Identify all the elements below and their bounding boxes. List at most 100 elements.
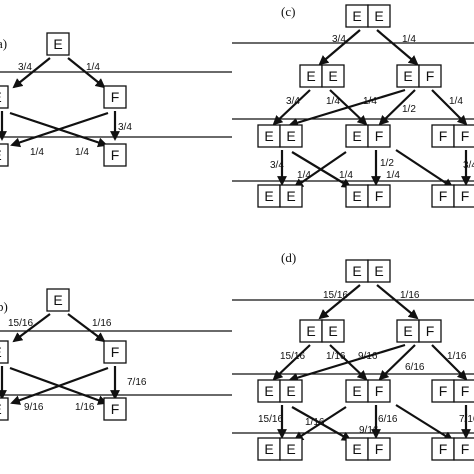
panel-d-label: (d)	[281, 250, 296, 265]
panel-c-arrow-root-left	[318, 29, 361, 66]
panel-c-row3-box-ff: F F	[431, 124, 474, 148]
panel-d-row3-ee-allele-2: E	[286, 383, 295, 399]
panel-d-arrow-r3-ef-cross	[293, 406, 347, 442]
panel-d-prob-ef-to-ef: 6/16	[405, 362, 425, 373]
panel-d-prob-r3-ee-stay: 15/16	[258, 414, 283, 425]
panel-d-row3-box-ff: F F	[431, 379, 474, 403]
panel-a-root-box: E	[46, 32, 70, 56]
panel-c-row3-ee-allele-2: E	[286, 128, 295, 144]
panel-c-row4-ff-allele-2: F	[461, 188, 470, 204]
panel-c-label: (c)	[281, 4, 295, 19]
panel-b-prob-root-right: 1/16	[92, 318, 112, 329]
panel-c: (c) E E 3/4 1/4 E E E F	[232, 4, 474, 208]
panel-d-prob-ee-to-ef: 1/16	[326, 351, 346, 362]
panel-d-prob-r3-ef-cross: 6/16	[378, 414, 398, 425]
panel-a-mid-allele-f: F	[111, 89, 120, 105]
panel-d-row4-box-ef: E F	[345, 437, 391, 461]
panel-d-root-box: E E	[345, 259, 391, 283]
panel-c-prob-r3-ef-right: 1/4	[386, 170, 400, 181]
panel-c-prob-ef-to-ef: 1/2	[402, 104, 416, 115]
panel-d-arrow-ee-to-ee	[272, 344, 311, 381]
panel-d-mid-ee-allele-1: E	[306, 323, 315, 339]
panel-b-prob-e-to-f: 9/16	[24, 402, 44, 413]
panel-c-mid-ef-allele-1: E	[403, 68, 412, 84]
panel-c-row3-ef-allele-2: F	[375, 128, 384, 144]
panel-d-row4-box-ee: E E	[257, 437, 303, 461]
panel-c-prob-r3-ef-stay: 1/2	[380, 158, 394, 169]
panel-b-prob-root-left: 15/16	[8, 318, 33, 329]
panel-c-prob-r3-ef-cross: 1/4	[339, 170, 353, 181]
panel-d-prob-root-right: 1/16	[400, 290, 420, 301]
panel-c-row3-box-ef: E F	[345, 124, 391, 148]
panel-a-arrow-root-left	[12, 57, 51, 89]
panel-c-row4-box-ef: E F	[345, 184, 391, 208]
panel-a-prob-f-stay: 3/4	[118, 122, 132, 133]
panel-c-root-allele-1: E	[352, 8, 361, 24]
panel-d-arrow-root-right	[376, 284, 419, 320]
panel-a-bottom-box-f: F	[103, 143, 127, 167]
panel-c-root-box: E E	[345, 4, 391, 28]
panel-c-mid-ef-allele-2: F	[426, 68, 435, 84]
panel-d-row3-ee-allele-1: E	[264, 383, 273, 399]
panel-d-prob-root-left: 15/16	[323, 290, 348, 301]
panel-b-bottom-box-f: F	[103, 397, 127, 421]
panel-c-arrow-r3-ef-right	[395, 149, 454, 189]
panel-c-prob-ee-to-ee: 3/4	[286, 96, 300, 107]
panel-d-row4-ff-allele-2: F	[461, 441, 470, 457]
panel-c-root-allele-2: E	[374, 8, 383, 24]
panel-d-row4-box-ff: F F	[431, 437, 474, 461]
panel-c-arrow-ef-to-ff	[431, 89, 468, 126]
panel-c-prob-r3-ee-cross: 1/4	[297, 170, 311, 181]
panel-d-arrow-ef-to-ee	[288, 343, 406, 383]
panel-b: b) E 15/16 1/16 E F 7/16 9/16 1/16 E	[0, 288, 232, 421]
panel-c-mid-ee-allele-2: E	[328, 68, 337, 84]
panel-c-prob-root-right: 1/4	[402, 34, 416, 45]
panel-d-prob-ef-to-ee: 9/16	[358, 351, 378, 362]
panel-a-arrow-f-to-e	[10, 111, 109, 148]
panel-d-prob-ef-to-ff: 1/16	[447, 351, 467, 362]
panel-b-arrow-f-to-e	[10, 366, 109, 405]
panel-c-prob-r3-ee-stay: 3/4	[270, 160, 284, 171]
panel-d-row4-ff-allele-1: F	[439, 441, 448, 457]
panel-c-row3-ff-allele-1: F	[439, 128, 448, 144]
panel-d-prob-ee-to-ee: 15/16	[280, 351, 305, 362]
panel-b-mid-allele-f: F	[111, 344, 120, 360]
panel-a-arrow-root-right	[67, 57, 106, 89]
panel-c-arrow-ef-to-ef	[378, 89, 416, 126]
panel-d-row3-box-ef: E F	[345, 379, 391, 403]
panel-d-row4-ee-allele-1: E	[264, 441, 273, 457]
panel-c-row3-ee-allele-1: E	[264, 128, 273, 144]
panel-d-row3-ef-allele-2: F	[375, 383, 384, 399]
panel-c-row3-box-ee: E E	[257, 124, 303, 148]
panel-c-row4-ee-allele-2: E	[286, 188, 295, 204]
panel-a-bottom-allele-f: F	[111, 147, 120, 163]
panel-b-mid-box-f: F	[103, 340, 127, 364]
panel-d-arrow-r3-ef-right	[395, 404, 454, 442]
panel-d-mid-ef-allele-1: E	[403, 323, 412, 339]
panel-d-row4-ef-allele-1: E	[352, 441, 361, 457]
panel-c-row4-box-ee: E E	[257, 184, 303, 208]
panel-c-arrow-root-right	[376, 29, 419, 66]
panel-c-row4-ff-allele-1: F	[439, 188, 448, 204]
panel-c-mid-box-ee: E E	[299, 64, 345, 88]
panel-d-mid-box-ef: E F	[396, 319, 442, 343]
panel-d-mid-ee-allele-2: E	[328, 323, 337, 339]
panel-b-arrow-root-left	[12, 313, 51, 343]
panel-c-prob-ee-to-ef: 1/4	[326, 96, 340, 107]
panel-d-prob-r3-ff-stay: 7/16	[459, 414, 474, 425]
panel-b-label: b)	[0, 299, 8, 314]
panel-d-arrow-ef-to-ef	[378, 344, 416, 381]
panel-c-row4-ef-allele-1: E	[352, 188, 361, 204]
panel-b-mid-box-e: E	[0, 340, 9, 364]
panel-b-prob-f-to-e: 1/16	[75, 402, 95, 413]
panel-c-row3-ff-allele-2: F	[461, 128, 470, 144]
panel-c-prob-ef-to-ee: 1/4	[363, 96, 377, 107]
panel-c-row3-ef-allele-1: E	[352, 128, 361, 144]
panel-b-arrow-root-right	[67, 313, 106, 343]
panel-a-mid-box-e: E	[0, 85, 9, 109]
panel-d-root-allele-1: E	[352, 263, 361, 279]
panel-d-mid-ef-allele-2: F	[426, 323, 435, 339]
panel-d-prob-r3-ee-cross: 1/16	[305, 417, 325, 428]
panel-a-prob-root-right: 1/4	[86, 62, 100, 73]
